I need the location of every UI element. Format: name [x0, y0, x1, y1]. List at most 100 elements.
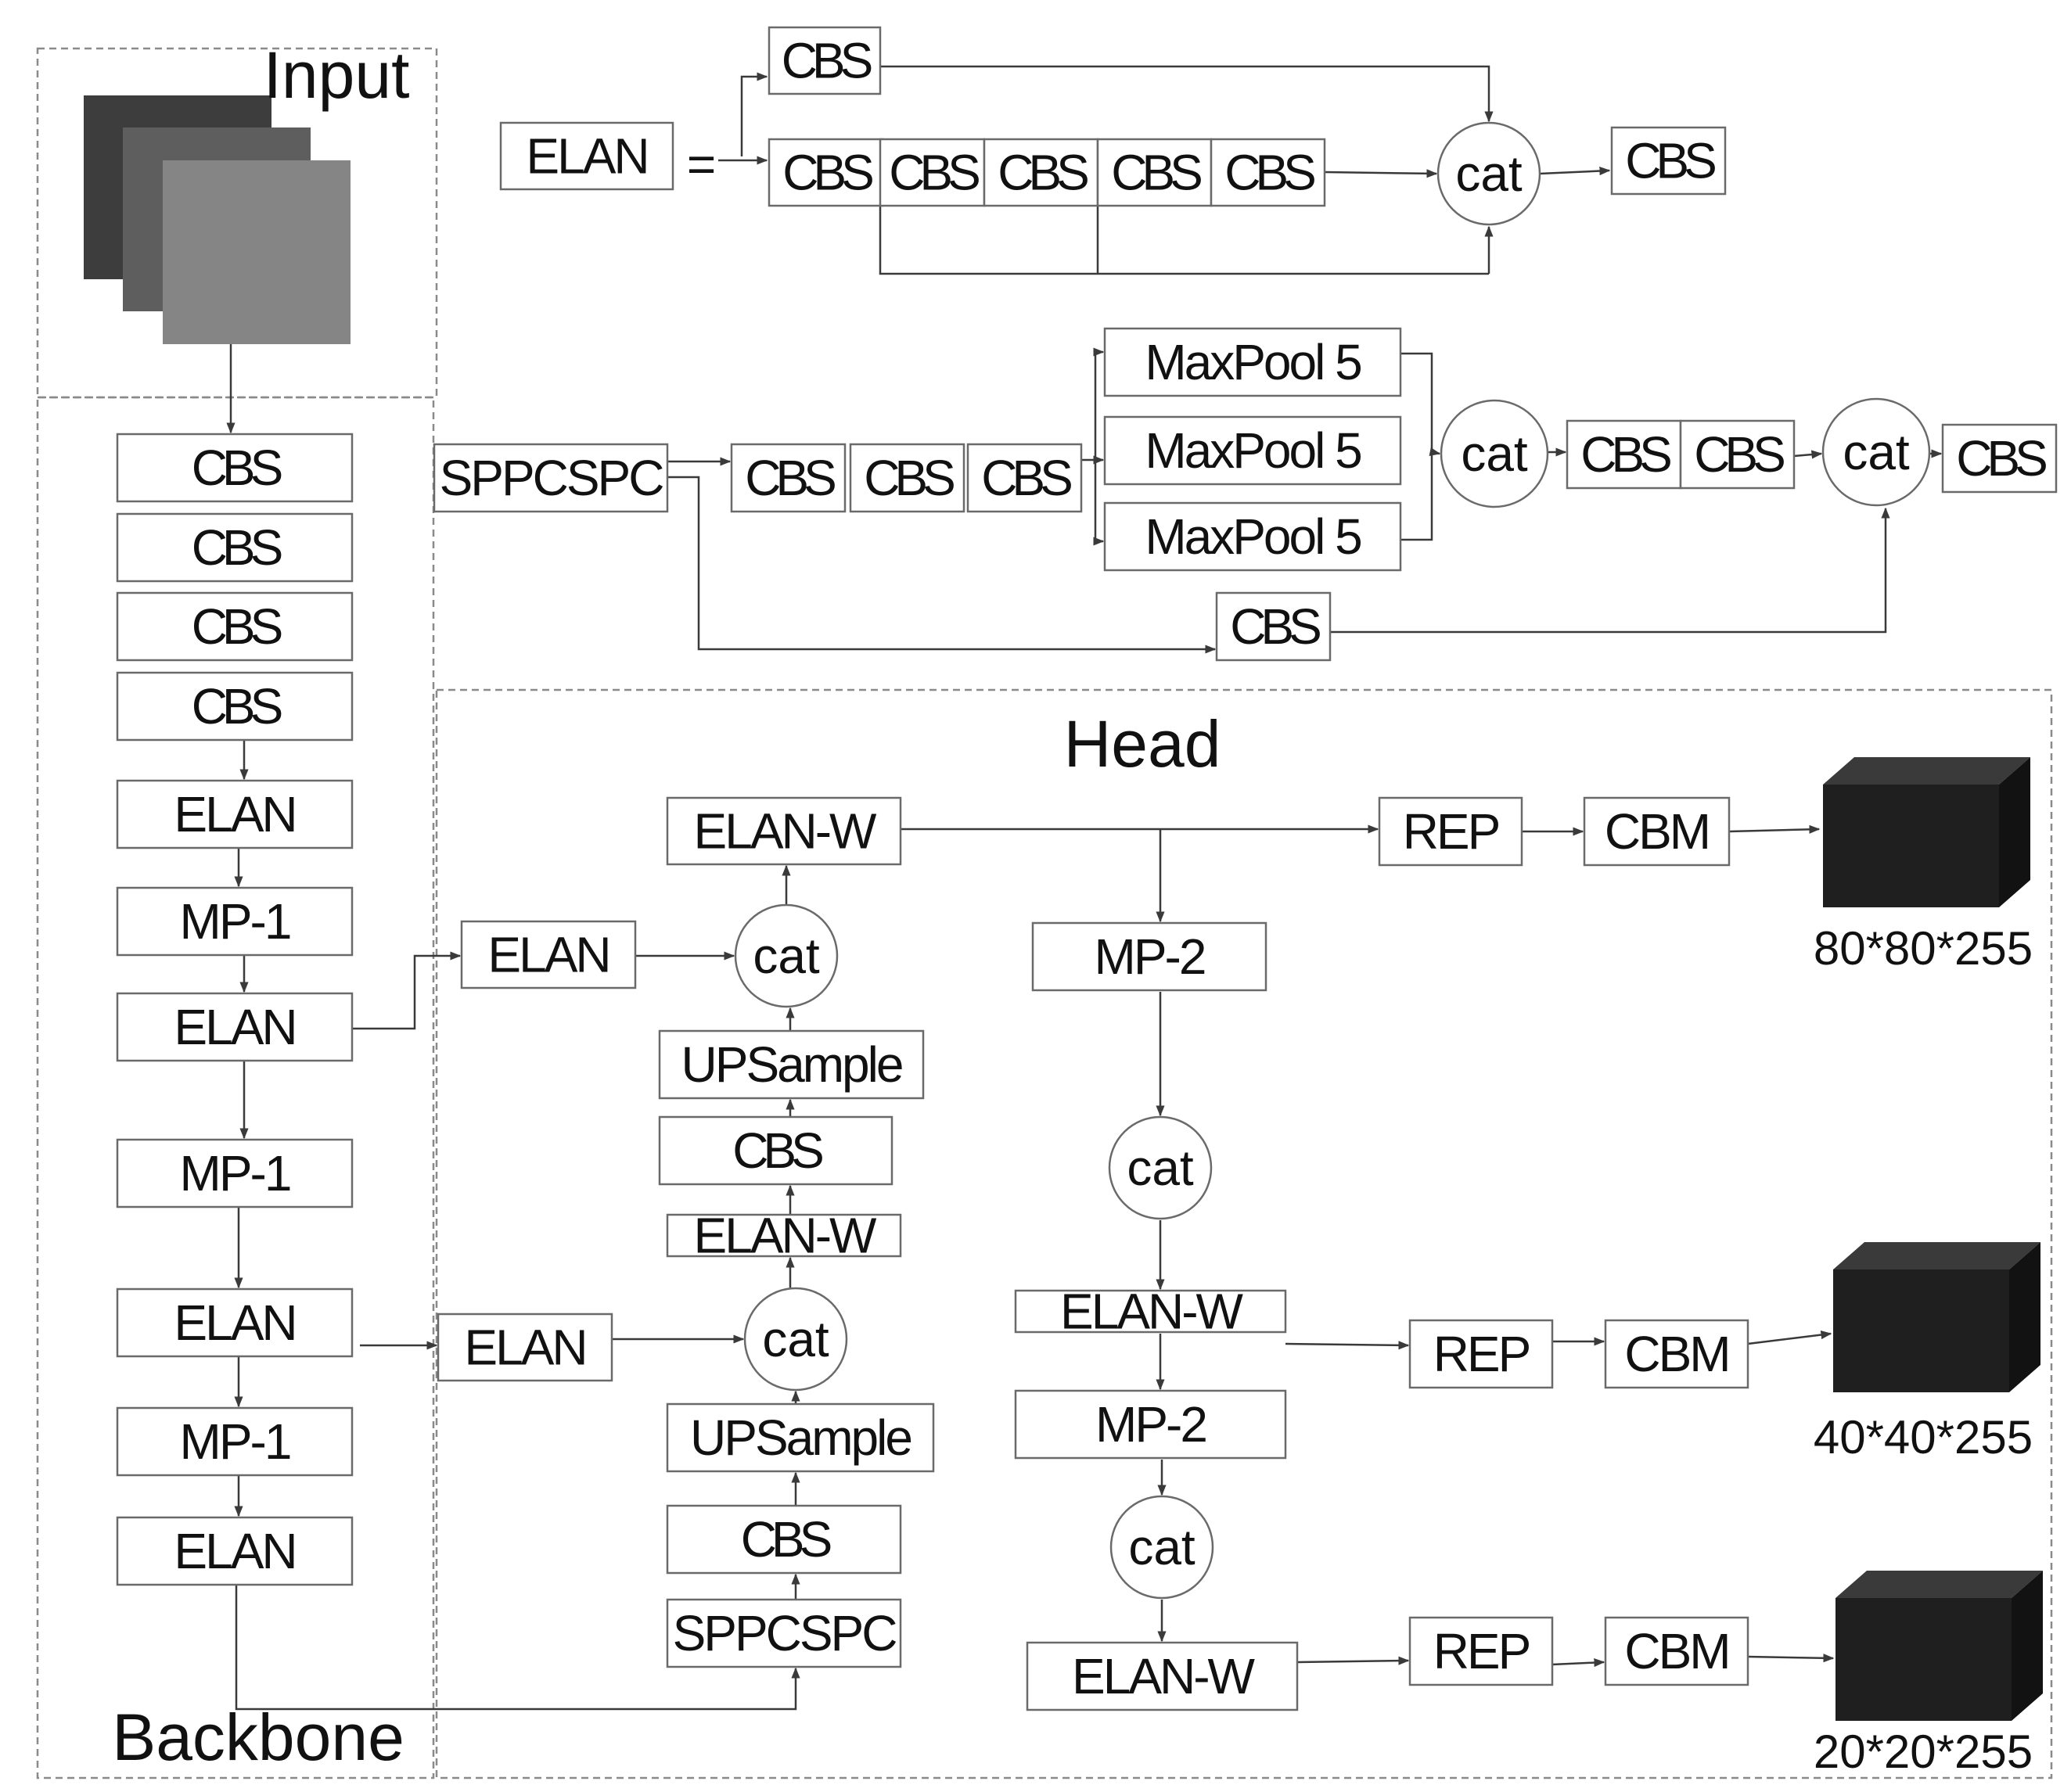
- block-frame: [1103, 327, 1402, 397]
- block-frame: [433, 443, 669, 513]
- block-label: ELAN: [174, 1523, 295, 1579]
- head-sppcspc-block: SPPCSPC: [666, 1598, 902, 1668]
- input-layer-front: [163, 160, 351, 344]
- elan-w-to-rep-arrow-3: [1296, 1656, 1410, 1665]
- cat-circle: [743, 1287, 848, 1392]
- block-label: CBS: [192, 678, 282, 734]
- head-elan-upper: ELAN: [460, 920, 637, 989]
- block-frame: [849, 443, 965, 513]
- cube-front-face: [1835, 1598, 2012, 1721]
- output-size-label-2: 20*20*255: [1814, 1726, 2033, 1778]
- block-label: CBS: [192, 440, 282, 496]
- section-titles: Input Backbone Head: [112, 38, 1221, 1774]
- head-cat-upper: cat: [734, 903, 839, 1008]
- block-label: CBS: [732, 1122, 822, 1179]
- cbm-to-output-arrow-1: [1728, 824, 1821, 834]
- backbone-mp-1-8: MP-1: [116, 1138, 354, 1208]
- block-label: ELAN: [464, 1320, 585, 1376]
- block-label: ELAN: [174, 786, 295, 842]
- block-label: ELAN: [526, 128, 647, 185]
- block-frame: [1031, 921, 1267, 992]
- head-upsample-upper: UPSample: [658, 1029, 925, 1100]
- backbone-section-title: Backbone: [112, 1700, 404, 1774]
- elan-branch-arrow-top: [740, 72, 768, 156]
- block-label: CBS: [864, 450, 954, 506]
- block-label: MP-1: [180, 1145, 290, 1201]
- block-label: CBS: [782, 145, 872, 201]
- block-frame: [116, 992, 354, 1062]
- backbone-mp-1-6: MP-1: [116, 886, 354, 957]
- sppcspc-cbs-3: CBS: [966, 443, 1083, 513]
- sppcspc-bypass-cbs: CBS: [1215, 591, 1332, 662]
- output-size-label-0: 80*80*255: [1814, 922, 2033, 975]
- block-label: SPPCSPC: [440, 450, 663, 506]
- input-section-title: Input: [264, 38, 410, 112]
- cat-label: cat: [1455, 145, 1523, 202]
- head-mp2-upper: MP-2: [1031, 921, 1267, 992]
- cbm-to-output-arrow-3: [1747, 1654, 1835, 1663]
- block-label: REP: [1433, 1326, 1530, 1382]
- block-frame: [1014, 1289, 1287, 1334]
- connector-lines: [226, 65, 1943, 1711]
- head-cat-right-upper: cat: [1108, 1115, 1213, 1220]
- block-frame: [116, 1287, 354, 1358]
- backbone-cbs-1: CBS: [116, 433, 354, 503]
- block-label: CBS: [1580, 426, 1670, 483]
- block-frame: [1103, 501, 1402, 572]
- bypass-to-cat-arrow: [1330, 507, 1890, 634]
- cat-label: cat: [1127, 1140, 1194, 1196]
- elan-cat-node: cat: [1436, 121, 1541, 226]
- head-section-title: Head: [1064, 707, 1221, 781]
- sppcspc-output-cbs: CBS: [1941, 423, 2058, 494]
- cbs-to-cat-arrow: [1793, 450, 1823, 459]
- cat-label: cat: [753, 928, 820, 984]
- block-frame: [499, 121, 674, 191]
- cat-circle: [1109, 1495, 1214, 1600]
- backbone-cbs-4: CBS: [116, 671, 354, 742]
- head-cat-lower: cat: [743, 1287, 848, 1392]
- block-frame: [1679, 419, 1796, 490]
- block-label: UPSample: [690, 1410, 911, 1466]
- block-label: MaxPool 5: [1145, 334, 1361, 390]
- head-elan-w-middle: ELAN-W: [666, 1208, 902, 1264]
- block-label: UPSample: [681, 1036, 902, 1093]
- cube-top-face: [1835, 1571, 2043, 1598]
- block-label: ELAN: [487, 927, 609, 983]
- output-tensor-1: [1833, 1242, 2040, 1392]
- elan-chain-cbs-3: CBS: [983, 138, 1099, 207]
- cube-side-face: [1999, 757, 2030, 907]
- input-section-border: [36, 47, 438, 399]
- elan-cat-to-cbs-arrow: [1539, 166, 1611, 176]
- cat-circle: [1440, 399, 1549, 508]
- block-label: CBS: [192, 598, 282, 655]
- elan-top-cbs: CBS: [768, 26, 882, 95]
- block-frame: [1026, 1641, 1299, 1711]
- head-cbm-1: CBM: [1583, 796, 1731, 867]
- block-label: MP-2: [1095, 1396, 1206, 1453]
- block-frame: [666, 1504, 902, 1575]
- block-frame: [666, 796, 902, 866]
- head-rep-1: REP: [1378, 796, 1523, 867]
- output-tensor-0: [1823, 757, 2030, 907]
- block-frame: [1215, 591, 1332, 662]
- elan-chain-cbs-5: CBS: [1210, 138, 1326, 207]
- block-frame: [1408, 1319, 1554, 1389]
- block-label: CBS: [782, 33, 872, 89]
- rep-to-cbm-arrow-3: [1551, 1657, 1605, 1668]
- elan-chain-cbs-4: CBS: [1096, 138, 1213, 207]
- block-frame: [116, 512, 354, 583]
- cat-circle: [734, 903, 839, 1008]
- elan-definition-block: ELAN: [499, 121, 674, 191]
- maxpool-block-1: MaxPool 5: [1103, 327, 1402, 397]
- head-cbm-3: CBM: [1604, 1616, 1749, 1686]
- block-label: MP-1: [180, 893, 290, 950]
- sppcspc-cat-node-2: cat: [1821, 397, 1931, 507]
- block-frame: [1610, 126, 1727, 196]
- sppcspc-definition-block: SPPCSPC: [433, 443, 669, 513]
- cube-top-face: [1833, 1242, 2040, 1269]
- block-frame: [1941, 423, 2058, 494]
- block-frame: [730, 443, 847, 513]
- backbone-to-elan-upper-arrow: [352, 951, 462, 1030]
- sppcspc-cat-node-1: cat: [1440, 399, 1549, 508]
